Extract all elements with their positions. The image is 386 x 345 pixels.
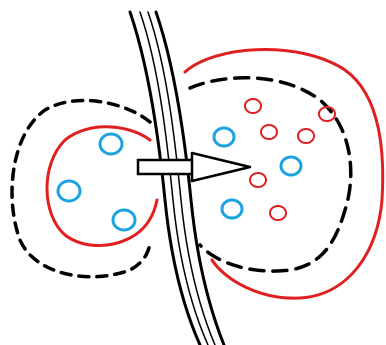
blue-particle xyxy=(113,210,135,230)
blue-particle xyxy=(214,128,234,146)
blue-particle xyxy=(100,134,122,154)
blue-particle xyxy=(281,157,301,175)
red-particle xyxy=(245,99,261,113)
red-particle xyxy=(298,129,314,143)
left-red-boundary xyxy=(47,127,157,246)
left-particles xyxy=(58,134,135,230)
red-particle xyxy=(261,125,277,139)
membrane xyxy=(130,12,224,345)
arrow-shaft xyxy=(138,160,194,174)
red-particle xyxy=(250,173,266,187)
right-red-particles xyxy=(245,99,335,220)
arrow-head xyxy=(192,153,250,181)
red-particle xyxy=(270,206,286,220)
transport-arrow xyxy=(138,153,250,181)
blue-particle xyxy=(222,200,242,218)
blue-particle xyxy=(58,181,80,201)
